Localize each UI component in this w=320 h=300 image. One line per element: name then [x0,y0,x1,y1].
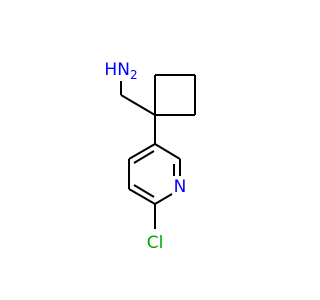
bond-quaternary-methylene [120,94,156,116]
molecule-structure: HN2 N Cl [0,0,300,300]
bond-pyridine-c2-c3 [154,143,181,160]
amine-h-label: H [104,60,117,80]
bond-pyridine-c3-c4 [128,143,156,160]
pyridine-nitrogen-label: N [174,177,187,197]
bond-double-inner-c5-c6 [133,184,155,198]
amine-n-label: N [117,60,130,80]
chlorine-label: Cl [147,233,164,253]
bond-pyridine-c5-c6 [128,188,156,205]
bond-pyridine-c6-n1 [154,193,173,205]
amine-subscript: 2 [130,68,138,82]
canvas-background [0,0,300,300]
bond-double-inner-c3-c4 [133,150,155,164]
amine-label: HN2 [104,60,137,82]
